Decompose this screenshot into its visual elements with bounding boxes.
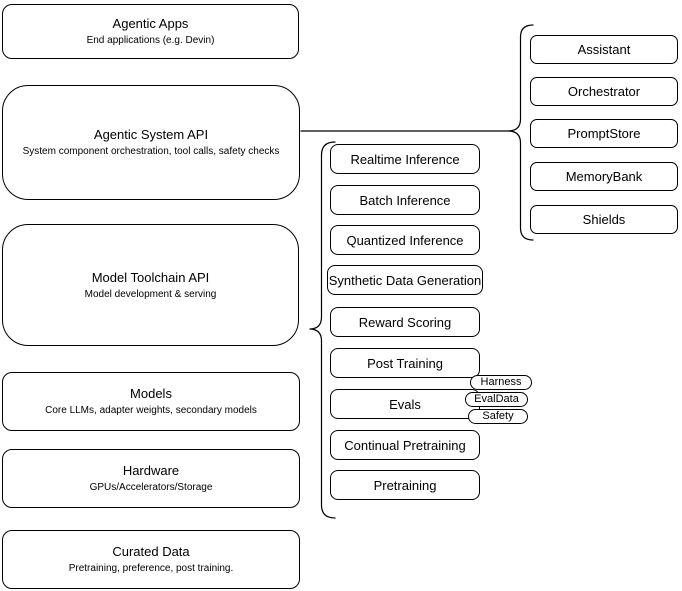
node-pretraining: Pretraining [330,470,480,500]
node-hardware: Hardware GPUs/Accelerators/Storage [2,449,300,508]
node-title: Agentic System API [93,127,209,142]
badge-harness: Harness [470,375,532,390]
badge-evaldata: EvalData [465,392,528,407]
node-shields: Shields [530,205,678,234]
node-subtitle: Core LLMs, adapter weights, secondary mo… [45,405,257,416]
badge-safety: Safety [468,409,528,424]
node-reward-scoring: Reward Scoring [330,307,480,337]
node-agentic-system-api: Agentic System API System component orch… [2,85,300,200]
node-realtime-inference: Realtime Inference [330,144,480,174]
node-title: Models [130,386,172,401]
node-evals: Evals [330,389,480,419]
node-title: Curated Data [112,544,190,559]
node-quantized-inference: Quantized Inference [330,225,480,255]
node-subtitle: End applications (e.g. Devin) [86,35,215,46]
node-agentic-apps: Agentic Apps End applications (e.g. Devi… [2,4,299,59]
node-subtitle: System component orchestration, tool cal… [22,146,280,157]
node-subtitle: Pretraining, preference, post training. [68,563,234,574]
node-subtitle: GPUs/Accelerators/Storage [89,482,213,493]
brace-toolchain-group [309,141,336,519]
brace-system-components-group [507,24,534,241]
node-title: Hardware [122,463,180,478]
node-title: Model Toolchain API [91,269,210,285]
node-batch-inference: Batch Inference [330,185,480,215]
node-promptstore: PromptStore [530,119,678,148]
node-post-training: Post Training [330,348,480,378]
node-title: Agentic Apps [112,16,189,31]
node-orchestrator: Orchestrator [530,77,678,106]
node-assistant: Assistant [530,35,678,64]
node-subtitle: Model development & serving [84,288,217,300]
node-memorybank: MemoryBank [530,162,678,191]
node-models: Models Core LLMs, adapter weights, secon… [2,372,300,431]
node-curated-data: Curated Data Pretraining, preference, po… [2,530,300,589]
node-synthetic-data-generation: Synthetic Data Generation [327,265,483,295]
node-model-toolchain-api: Model Toolchain API Model development & … [2,224,299,346]
node-continual-pretraining: Continual Pretraining [330,430,480,460]
